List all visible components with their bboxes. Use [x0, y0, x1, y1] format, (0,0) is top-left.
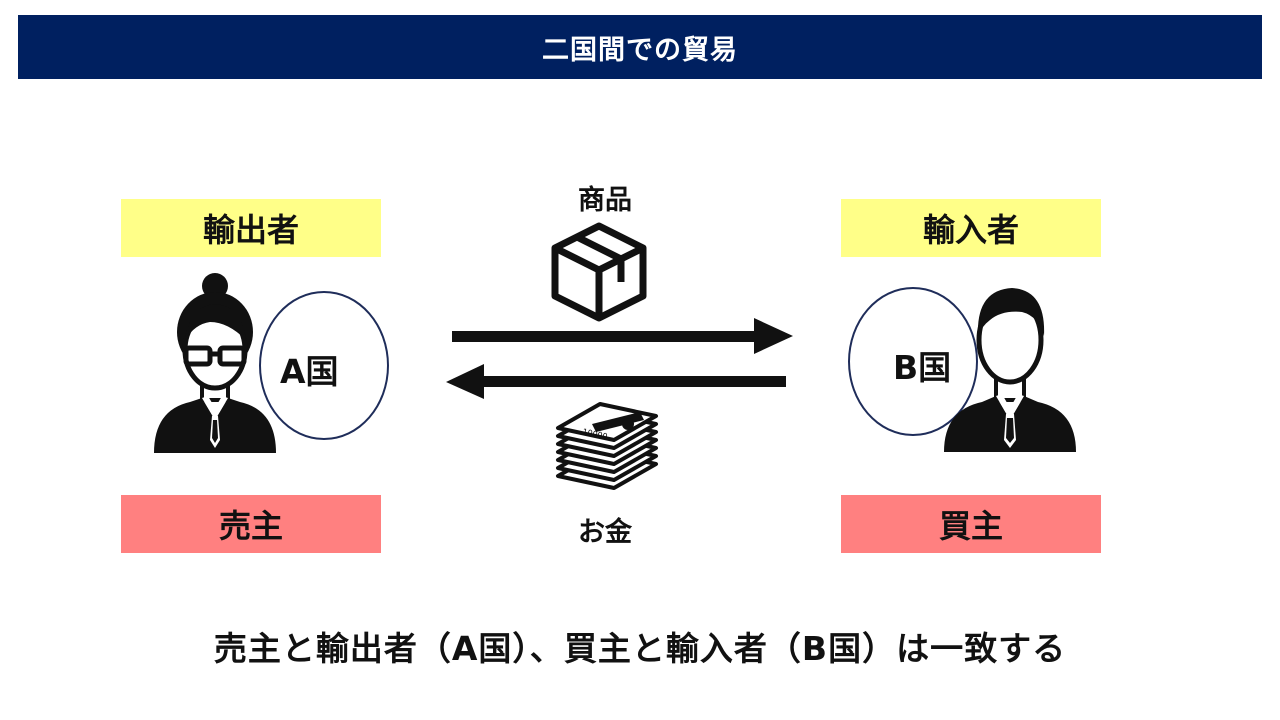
- package-box-icon: [551, 222, 647, 322]
- country-b-label: B国: [893, 348, 952, 387]
- money-label: お金: [578, 517, 632, 548]
- goods-label: 商品: [578, 185, 632, 216]
- seller-label: 売主: [121, 495, 381, 553]
- title-bar: 二国間での貿易: [18, 15, 1262, 79]
- country-b-circle: [848, 287, 978, 436]
- buyer-label: 買主: [841, 495, 1101, 553]
- exporter-label: 輸出者: [121, 199, 381, 257]
- importer-label: 輸入者: [841, 199, 1101, 257]
- money-arrow-left: [446, 364, 786, 399]
- woman-with-glasses-icon: [154, 273, 276, 453]
- country-a-label: A国: [280, 352, 339, 391]
- goods-arrow-right: [452, 318, 793, 354]
- page-title: 二国間での貿易: [542, 34, 738, 66]
- man-in-suit-icon: [944, 288, 1076, 452]
- banknote-stack-icon: 10000: [556, 402, 658, 490]
- summary-caption: 売主と輸出者（A国）、買主と輸入者（B国）は一致する: [213, 629, 1067, 668]
- country-a-circle: [259, 291, 389, 440]
